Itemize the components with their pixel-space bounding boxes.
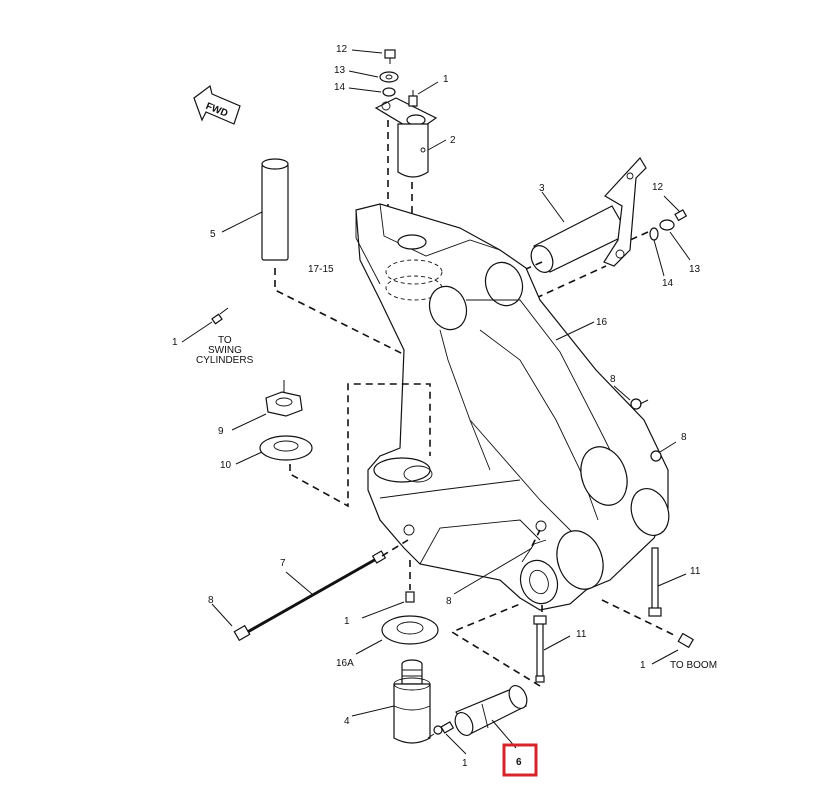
callout-17-15: 17-15 — [308, 264, 334, 275]
grease-fitting-1-lower — [405, 591, 415, 603]
callout-5: 5 — [210, 229, 216, 240]
callout-1-top: 1 — [443, 74, 449, 85]
callout-13-right: 13 — [689, 264, 701, 275]
grease-fitting-1-swing — [211, 307, 229, 325]
callout-11-center: 11 — [576, 629, 587, 640]
callout-2: 2 — [450, 135, 456, 146]
callout-12-right: 12 — [652, 182, 664, 193]
washer-16a — [381, 615, 439, 645]
grease-fitting-8-a — [630, 398, 649, 410]
note-to-boom: TO BOOM — [670, 660, 717, 671]
highlight-box — [502, 743, 538, 777]
grease-fitting-1-top — [408, 90, 418, 107]
swing-frame-16 — [355, 203, 670, 611]
callout-1-lower: 1 — [344, 616, 350, 627]
grease-fitting-1-boom — [677, 632, 695, 649]
callout-4: 4 — [344, 716, 350, 727]
callout-7: 7 — [280, 558, 286, 569]
nut-9 — [265, 380, 303, 417]
fwd-arrow-icon: FWD — [193, 84, 241, 125]
callout-8-a: 8 — [610, 374, 616, 385]
callout-3: 3 — [539, 183, 545, 194]
callout-13-top: 13 — [334, 65, 346, 76]
callout-11-right: 11 — [690, 566, 701, 577]
washer-10 — [259, 435, 313, 461]
callout-16: 16 — [596, 317, 608, 328]
grease-fitting-8-b — [650, 450, 662, 462]
pin-4 — [393, 659, 431, 744]
callout-14-top: 14 — [334, 82, 346, 93]
callout-8-center: 8 — [446, 596, 452, 607]
bolt-7 — [233, 550, 387, 642]
callout-1-swing: 1 — [172, 337, 178, 348]
note-to-swing-2: SWING — [208, 345, 242, 356]
callout-14-right: 14 — [662, 278, 674, 289]
pin-2 — [374, 97, 438, 178]
callout-12-top: 12 — [336, 44, 348, 55]
note-to-swing-1: TO — [218, 335, 232, 346]
washer-13-right — [659, 219, 675, 231]
washer-14-top — [382, 87, 396, 97]
callout-10: 10 — [220, 460, 232, 471]
washer-14-right — [649, 227, 659, 241]
pin-5 — [261, 158, 289, 261]
note-to-swing-3: CYLINDERS — [196, 355, 254, 366]
callout-8-left: 8 — [208, 595, 214, 606]
callout-8-b: 8 — [681, 432, 687, 443]
callout-16a: 16A — [336, 658, 354, 669]
bolt-12-top — [384, 49, 396, 64]
grease-fitting-1-pin4 — [427, 725, 443, 739]
washer-13-top — [379, 71, 399, 83]
callout-6: 6 — [516, 757, 522, 768]
pin-3 — [530, 157, 647, 273]
callout-1-boom: 1 — [640, 660, 646, 671]
grease-fitting-1-pin6 — [440, 721, 455, 734]
callout-9: 9 — [218, 426, 224, 437]
bolt-11-right — [648, 547, 662, 617]
bolt-11-center — [533, 615, 547, 683]
pin-6 — [454, 685, 528, 736]
callout-1-pin: 1 — [462, 758, 468, 769]
bolt-12-right — [674, 209, 688, 222]
